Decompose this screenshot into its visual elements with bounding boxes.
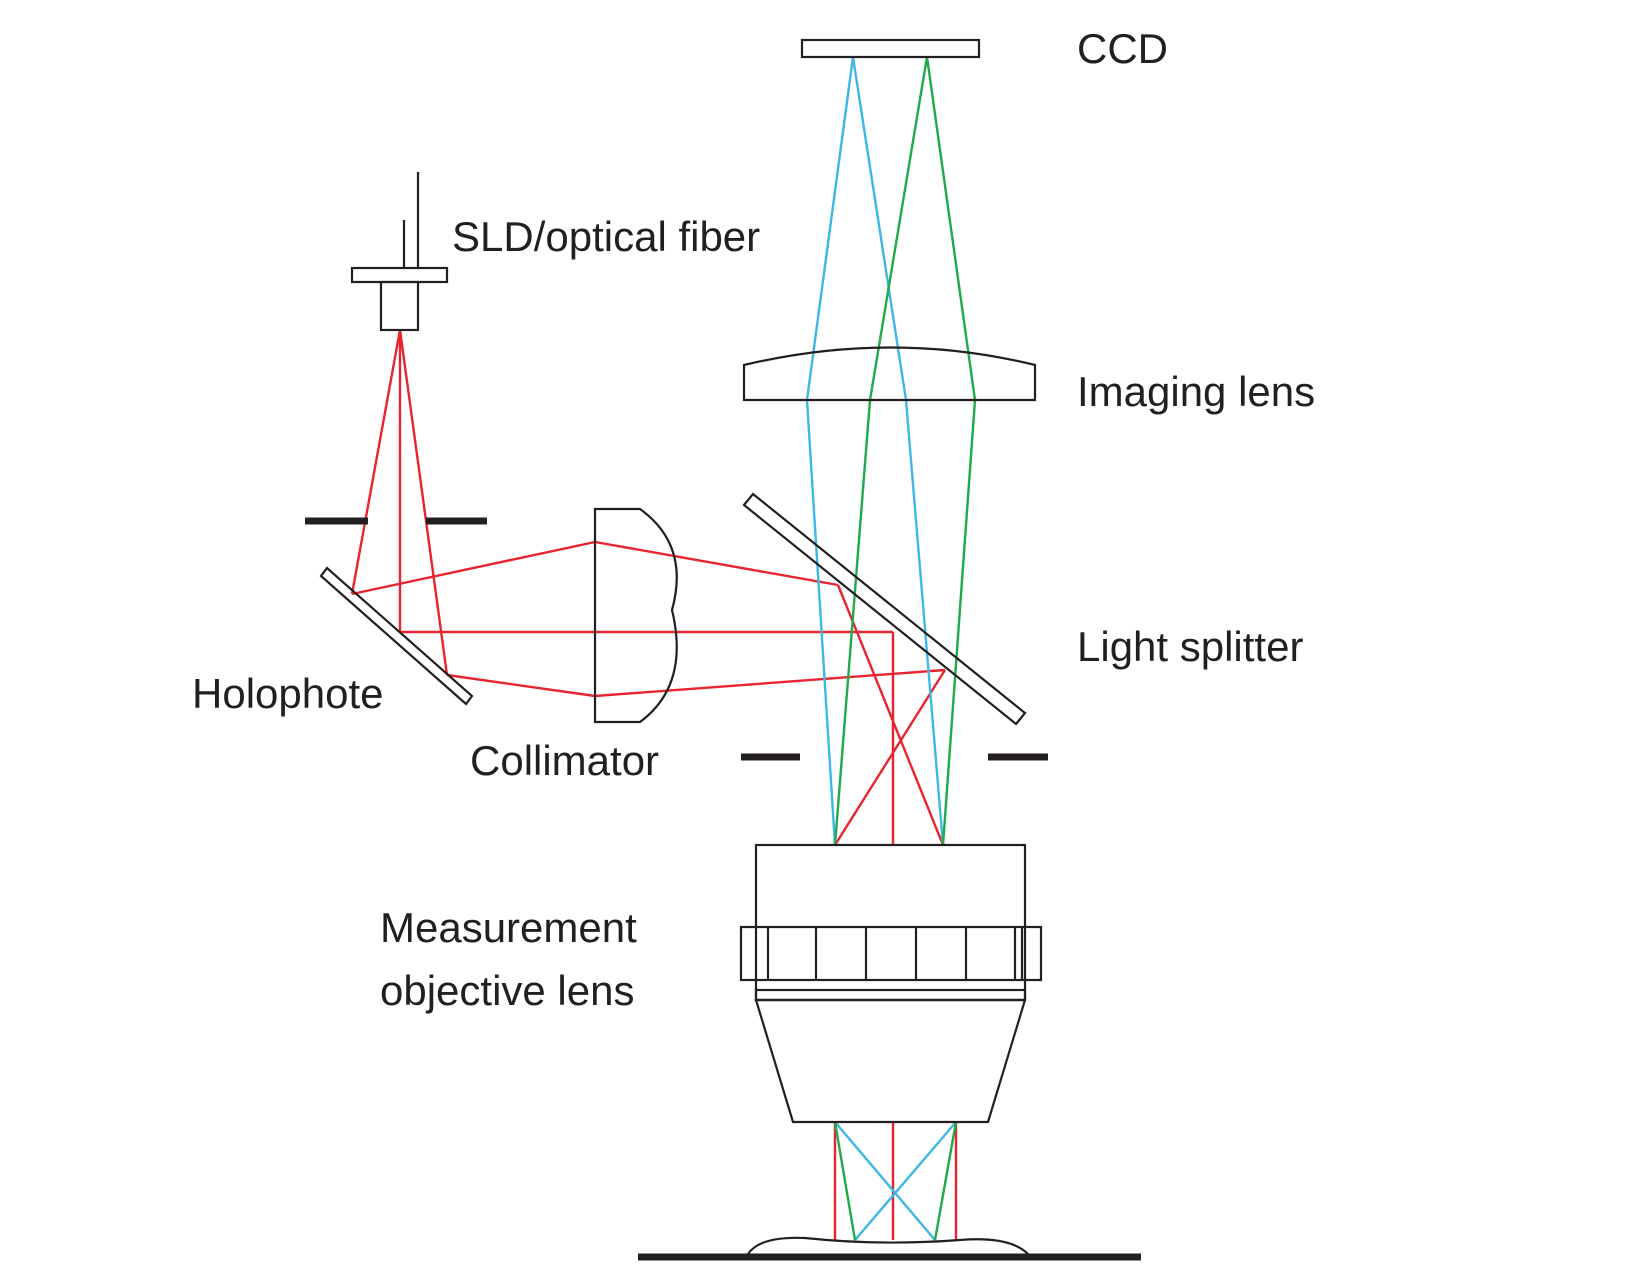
- objective-collar: [754, 988, 1027, 1002]
- objective-body-upper: [754, 843, 1027, 1002]
- green-ray-below-left: [833, 1121, 857, 1241]
- label-collimator: Collimator: [470, 737, 659, 784]
- red-ray-holo-collimator-bottom: [446, 673, 596, 698]
- holophote-mirror: [319, 566, 474, 706]
- red-ray-splitter-down-top: [836, 584, 945, 846]
- imaging-lens: [742, 346, 1037, 402]
- blue-ray-left: [805, 56, 855, 846]
- sample-surface: [747, 1236, 1029, 1255]
- sld-flange: [350, 266, 449, 284]
- red-ray-sld-left: [350, 329, 402, 595]
- light-splitter-plate: [742, 492, 1027, 726]
- label-ccd: CCD: [1077, 25, 1168, 72]
- red-ray-collimator-splitter-top: [594, 540, 839, 587]
- blue-ray-below-right: [854, 1121, 957, 1241]
- red-ray-sld-right: [398, 329, 449, 676]
- sld-source: [350, 172, 449, 332]
- label-holophote: Holophote: [192, 670, 383, 717]
- imaging-rays-blue: [805, 56, 957, 1241]
- illumination-rays: [350, 329, 958, 1240]
- label-light-splitter: Light splitter: [1077, 623, 1303, 670]
- green-ray-left: [833, 56, 929, 846]
- green-ray-below-right: [933, 1121, 958, 1241]
- label-imaging-lens: Imaging lens: [1077, 368, 1315, 415]
- label-objective-line1: Measurement: [380, 904, 637, 951]
- label-sld: SLD/optical fiber: [452, 213, 760, 260]
- objective-lens: [739, 843, 1043, 1124]
- collimator-lens: [593, 507, 678, 724]
- blue-ray-below-left: [834, 1121, 936, 1241]
- red-ray-collimator-splitter-bottom: [594, 668, 946, 698]
- red-ray-holo-collimator-top: [351, 540, 596, 596]
- red-ray-splitter-down-bottom: [833, 669, 947, 846]
- sld-body: [379, 280, 420, 332]
- ccd-sensor: [800, 38, 981, 59]
- objective-nose: [754, 998, 1027, 1124]
- label-objective-line2: objective lens: [380, 967, 634, 1014]
- objective-ring: [739, 925, 1043, 982]
- imaging-rays-green: [833, 56, 977, 1241]
